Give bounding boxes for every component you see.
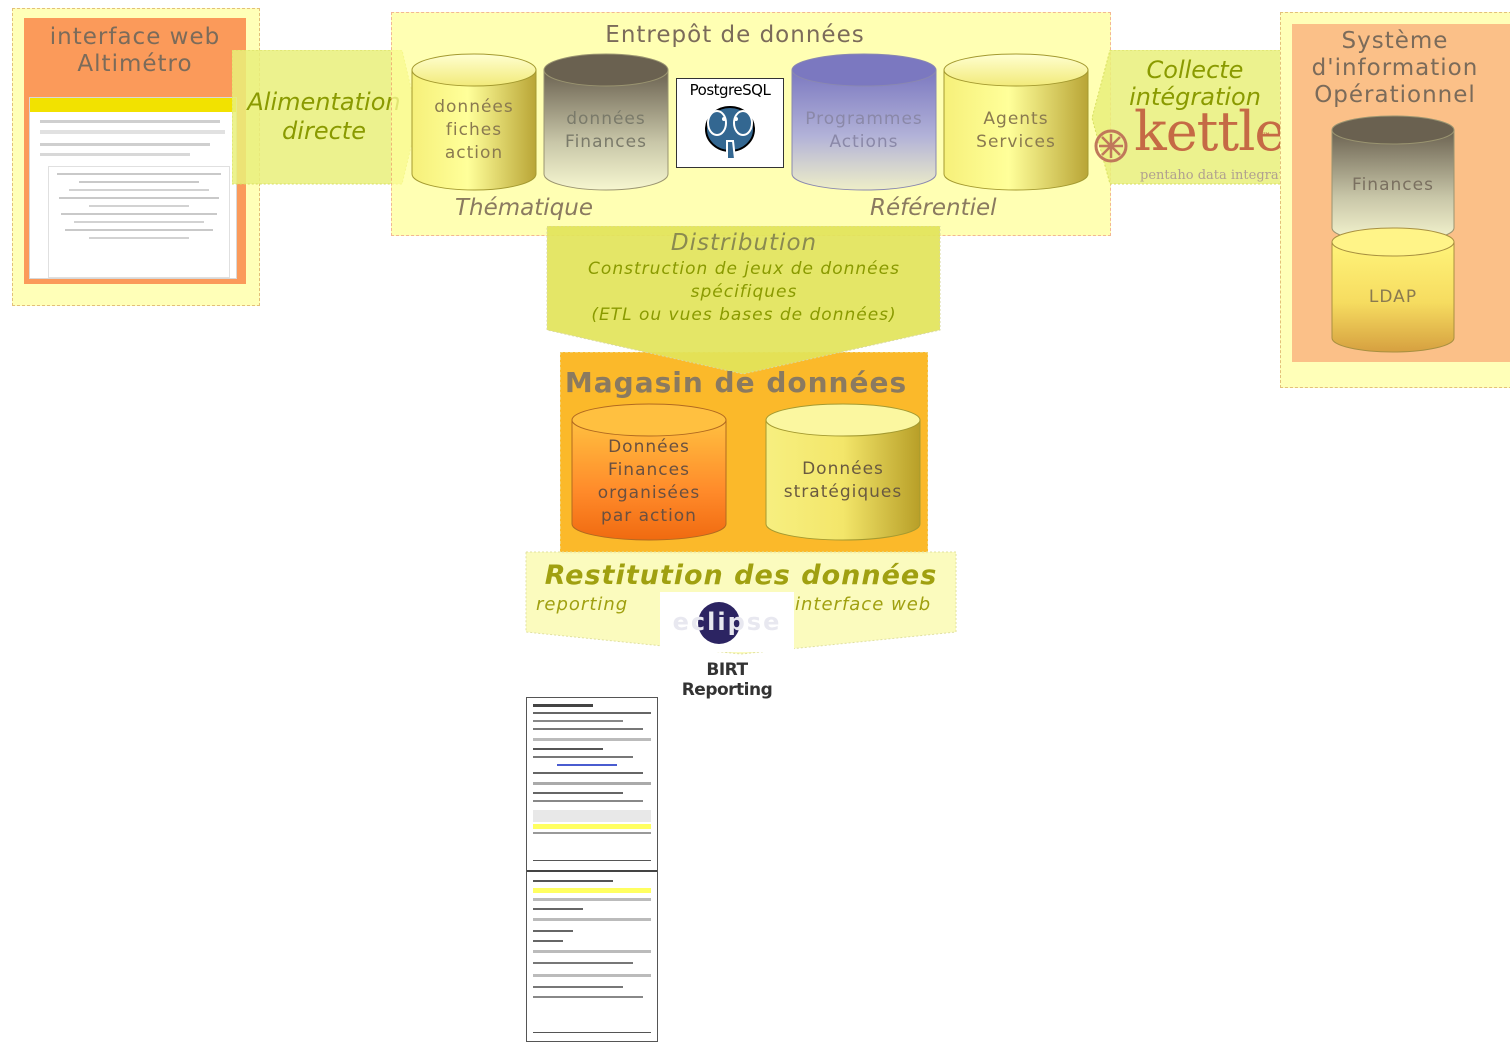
distribution-title: Distribution	[670, 230, 818, 256]
cylinder-label: Agents Services	[976, 109, 1056, 152]
datamart-title: Magasin de données	[564, 366, 908, 399]
cylinder-label: Programmes Actions	[805, 109, 923, 152]
collect-arrow	[1091, 50, 1301, 185]
thematic-label: Thématique	[455, 195, 594, 221]
kettle-tm: ™	[1262, 132, 1271, 142]
cylinder-label: données fiches action	[434, 97, 514, 163]
opsys-title: Système d'information Opérationnel	[1311, 28, 1479, 108]
postgres-logo-text: PostgreSQL	[689, 81, 771, 99]
restitution-title: Restitution des données	[544, 560, 938, 591]
webapp-screenshot	[29, 97, 237, 279]
cylinder-agents-services: Agents Services	[942, 52, 1090, 192]
cylinder-donnees-strategiques: Données stratégiques	[764, 402, 922, 542]
webapp-title: interface web Altimétro	[49, 24, 221, 77]
cylinder-label: Finances	[1352, 175, 1434, 195]
collect-label: Collecte intégration	[1129, 56, 1261, 111]
cylinder-fiches-action: données fiches action	[410, 52, 538, 192]
distribution-subtitle: Construction de jeux de données spécifiq…	[588, 259, 900, 325]
cylinder-opsys-finances: Finances	[1330, 114, 1456, 244]
birt-label: BIRT Reporting	[681, 660, 773, 700]
cylinder-donnees-finances-action: Données Finances organisées par action	[570, 402, 728, 542]
cylinder-label: Données Finances organisées par action	[597, 437, 701, 526]
elephant-icon	[705, 106, 755, 160]
distribution-arrow	[546, 226, 941, 375]
cylinder-donnees-finances: données Finances	[542, 52, 670, 192]
warehouse-title: Entrepôt de données	[605, 22, 865, 48]
referential-label: Référentiel	[870, 195, 997, 221]
feed-label: Alimentation directe	[247, 88, 401, 145]
eclipse-logo: eclipse	[660, 592, 794, 652]
restitution-left-label: reporting	[536, 594, 629, 615]
cylinder-label: Données stratégiques	[783, 459, 903, 502]
kettle-word: kettle	[1134, 100, 1286, 163]
eclipse-logo-text: eclipse	[672, 608, 782, 636]
cylinder-label: données Finances	[565, 109, 647, 152]
report-preview	[526, 697, 658, 1042]
restitution-right-label: interface web	[795, 594, 932, 615]
postgres-logo: PostgreSQL	[676, 78, 784, 168]
kettle-icon	[1094, 129, 1128, 163]
cylinder-programmes-actions: Programmes Actions	[790, 52, 938, 192]
cylinder-label: LDAP	[1368, 287, 1418, 307]
cylinder-ldap: LDAP	[1330, 226, 1456, 356]
kettle-subtitle: pentaho data integration	[1140, 168, 1305, 183]
